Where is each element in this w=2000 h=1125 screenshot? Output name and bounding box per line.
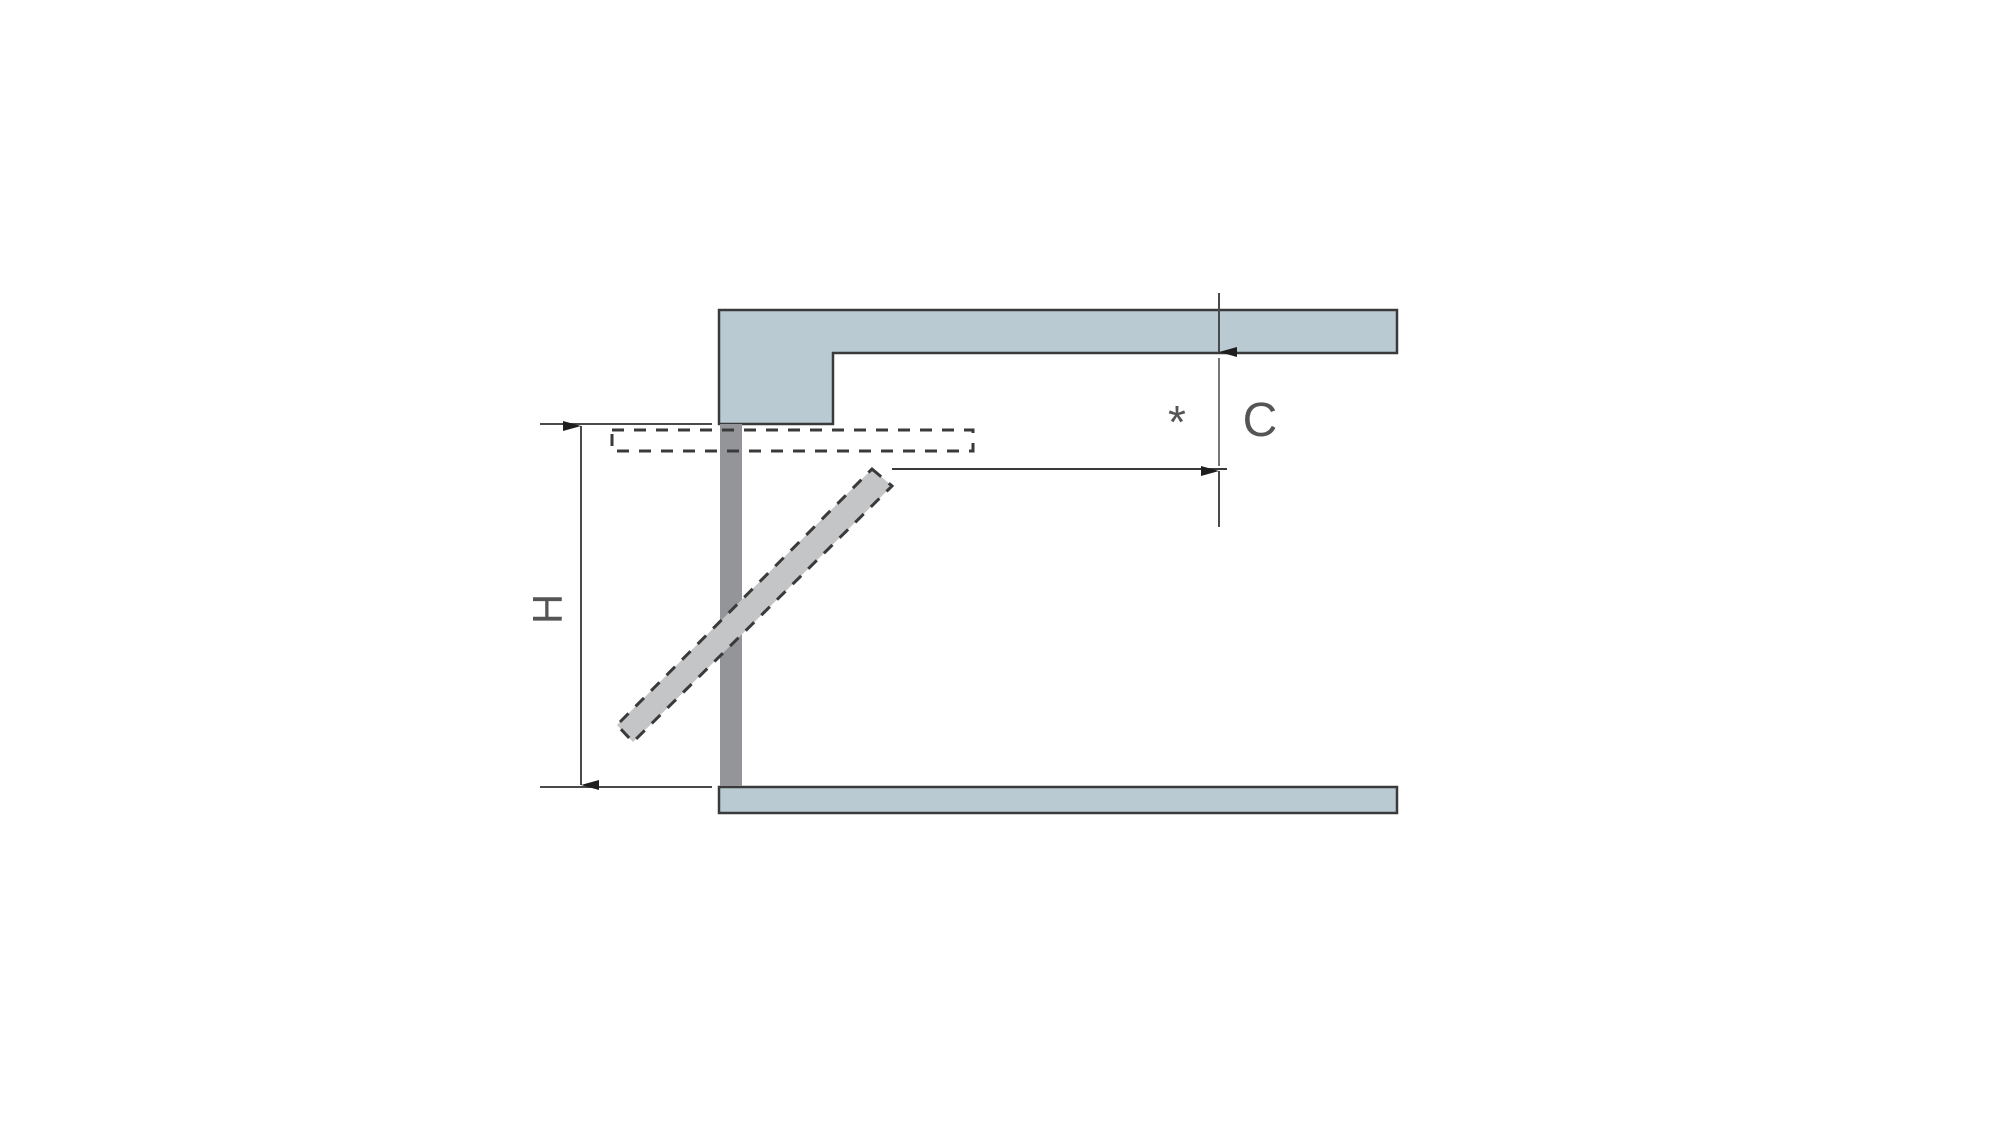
bottom-panel — [717, 785, 1399, 815]
flap-open-position — [610, 428, 975, 453]
c-dimension-label: C — [1243, 394, 1278, 447]
note-asterisk: * — [1168, 396, 1186, 448]
vertical-post — [720, 424, 742, 786]
top-panel — [717, 308, 1399, 426]
flap-tilted-position — [614, 466, 895, 745]
h-dimension-label: H — [524, 594, 571, 624]
